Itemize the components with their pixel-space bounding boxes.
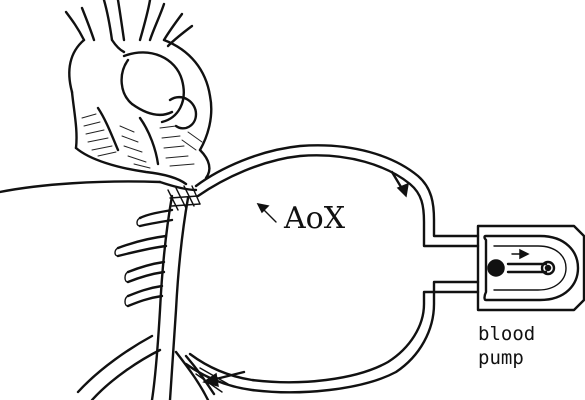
aox-label: AoX: [283, 201, 346, 236]
bypass-tubing: [186, 145, 478, 392]
blood-pump-label-line2: pump: [478, 347, 524, 369]
blood-pump-label-line1: blood: [478, 323, 535, 345]
heart: [66, 0, 211, 184]
blood-pump: [478, 226, 584, 310]
descending-aorta: [0, 181, 228, 400]
rotation-arrow-icon: [520, 250, 528, 258]
arrow-icon: [258, 204, 276, 222]
